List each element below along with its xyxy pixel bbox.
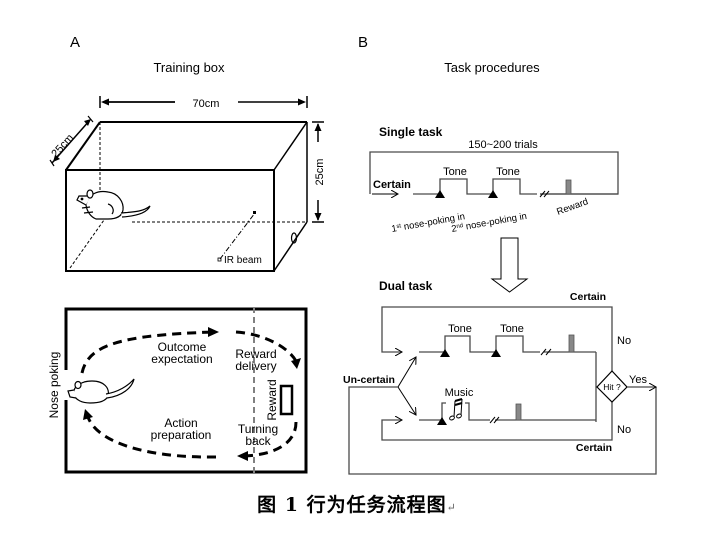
- width-dimension-label: 70cm: [193, 98, 220, 110]
- reward-box-icon: [279, 384, 294, 416]
- panel-a-title: Training box: [153, 60, 225, 75]
- dual-tone-2: Tone: [500, 323, 524, 335]
- outcome-label-2: expectation: [151, 352, 212, 366]
- height-dimension-label: 25cm: [314, 159, 326, 186]
- dual-certain-bottom: Certain: [576, 442, 612, 454]
- single-task-heading: Single task: [379, 125, 443, 139]
- dual-reward-bar-bottom: [515, 403, 522, 421]
- panel-b-label: B: [358, 34, 368, 51]
- yes-label: Yes: [629, 374, 647, 386]
- dual-music-poke-marker-icon: [437, 417, 447, 425]
- ir-beam-label: IR beam: [224, 255, 262, 266]
- single-certain-label: Certain: [373, 179, 411, 191]
- single-reward-bar: [565, 179, 572, 195]
- outcome-arrow: [80, 330, 215, 374]
- single-task-diagram: Single task 150~200 trials Certain Tone …: [369, 125, 619, 235]
- reward-delivery-label-1: Reward: [235, 347, 276, 361]
- turning-back-arrow: [243, 421, 298, 458]
- reward-label: Reward: [265, 379, 279, 420]
- panel-b-title: Task procedures: [444, 60, 540, 75]
- dual-task-heading: Dual task: [379, 279, 433, 293]
- rat-floorplan-icon: [67, 378, 135, 404]
- dual-task-diagram: Dual task Certain No Tone Tone Un-certai…: [343, 279, 656, 475]
- dual-tone-1: Tone: [448, 323, 472, 335]
- turning-label-1: Turning: [238, 422, 278, 436]
- turning-label-2: back: [245, 434, 271, 448]
- panel-a-label: A: [70, 34, 80, 51]
- reward-delivery-arrow: [235, 330, 298, 362]
- reward-port-icon: [290, 232, 298, 244]
- no-top-label: No: [617, 335, 631, 347]
- uncertain-label: Un-certain: [343, 374, 395, 386]
- no-bottom-label: No: [617, 424, 631, 436]
- caption-text: 图 1 行为任务流程图: [257, 494, 447, 516]
- trials-label: 150~200 trials: [468, 139, 538, 151]
- figure-caption: 图 1 行为任务流程图↵: [0, 490, 714, 517]
- depth-dimension-label: 25cm: [49, 132, 76, 160]
- dual-certain-top: Certain: [570, 291, 606, 303]
- hit-label: Hit ?: [603, 382, 621, 392]
- music-label: Music: [445, 387, 474, 399]
- paragraph-mark-icon: ↵: [446, 501, 457, 514]
- training-box-floorplan: Reward Nose poking Outcome expectation R…: [47, 307, 308, 474]
- hit-decision-diamond: [596, 370, 628, 403]
- rat-icon: [76, 189, 151, 220]
- transition-arrow-icon: [490, 237, 529, 293]
- outcome-label-1: Outcome: [158, 340, 207, 354]
- single-tone-2: Tone: [496, 166, 520, 178]
- single-reward-label: Reward: [555, 196, 590, 218]
- dual-poke1-marker-icon: [440, 349, 450, 357]
- dual-reward-bar-top: [568, 334, 575, 353]
- nose-poking-label: Nose poking: [47, 352, 61, 419]
- poke1-marker-icon: [435, 190, 445, 198]
- action-label-2: preparation: [151, 428, 212, 442]
- action-preparation-arrow: [86, 416, 217, 459]
- poke2-marker-icon: [488, 190, 498, 198]
- dual-poke2-marker-icon: [491, 349, 501, 357]
- training-box-3d: 70cm 25cm 25cm IR beam: [49, 96, 326, 272]
- reward-delivery-label-2: delivery: [235, 359, 276, 373]
- single-tone-1: Tone: [443, 166, 467, 178]
- music-note-icon: [449, 398, 463, 421]
- action-label-1: Action: [164, 416, 197, 430]
